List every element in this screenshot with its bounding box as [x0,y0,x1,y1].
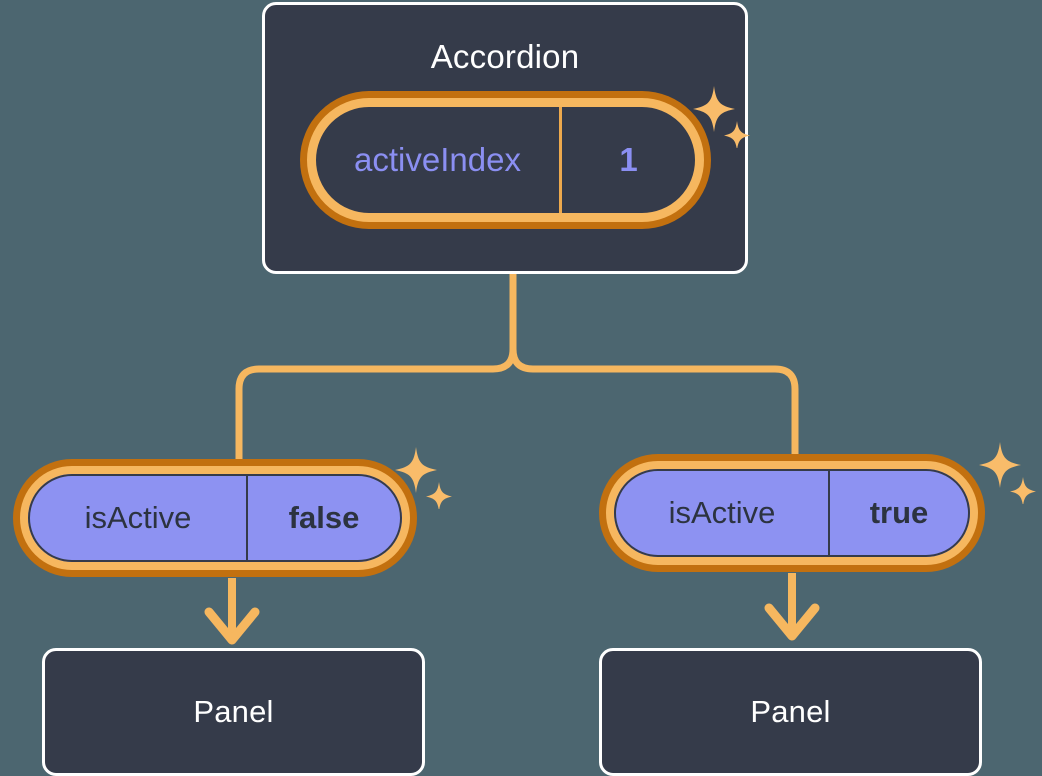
state-value-label: true [828,471,968,555]
state-key-label: activeIndex [316,107,562,213]
connector-root-to-right [509,270,799,464]
state-pill-is-active-true[interactable]: isActive true [606,461,978,565]
component-card-panel-left[interactable]: Panel [42,648,425,776]
state-pill-active-index[interactable]: activeIndex 1 [307,98,704,222]
panel-title: Panel [750,694,831,729]
state-value-label: false [246,476,400,560]
state-value-label: 1 [619,141,638,178]
state-pill-is-active-false[interactable]: isActive false [20,466,410,570]
component-card-panel-right[interactable]: Panel [599,648,982,776]
state-key-label: isActive [668,495,776,530]
arrow-down-icon-left [204,578,260,645]
page-title: Accordion [430,38,580,75]
arrow-down-icon-right [764,573,820,641]
panel-title: Panel [193,694,274,729]
connector-root-to-left [235,270,517,466]
sparkle-large-icon [979,442,1036,504]
state-key-label: isActive [84,500,192,535]
